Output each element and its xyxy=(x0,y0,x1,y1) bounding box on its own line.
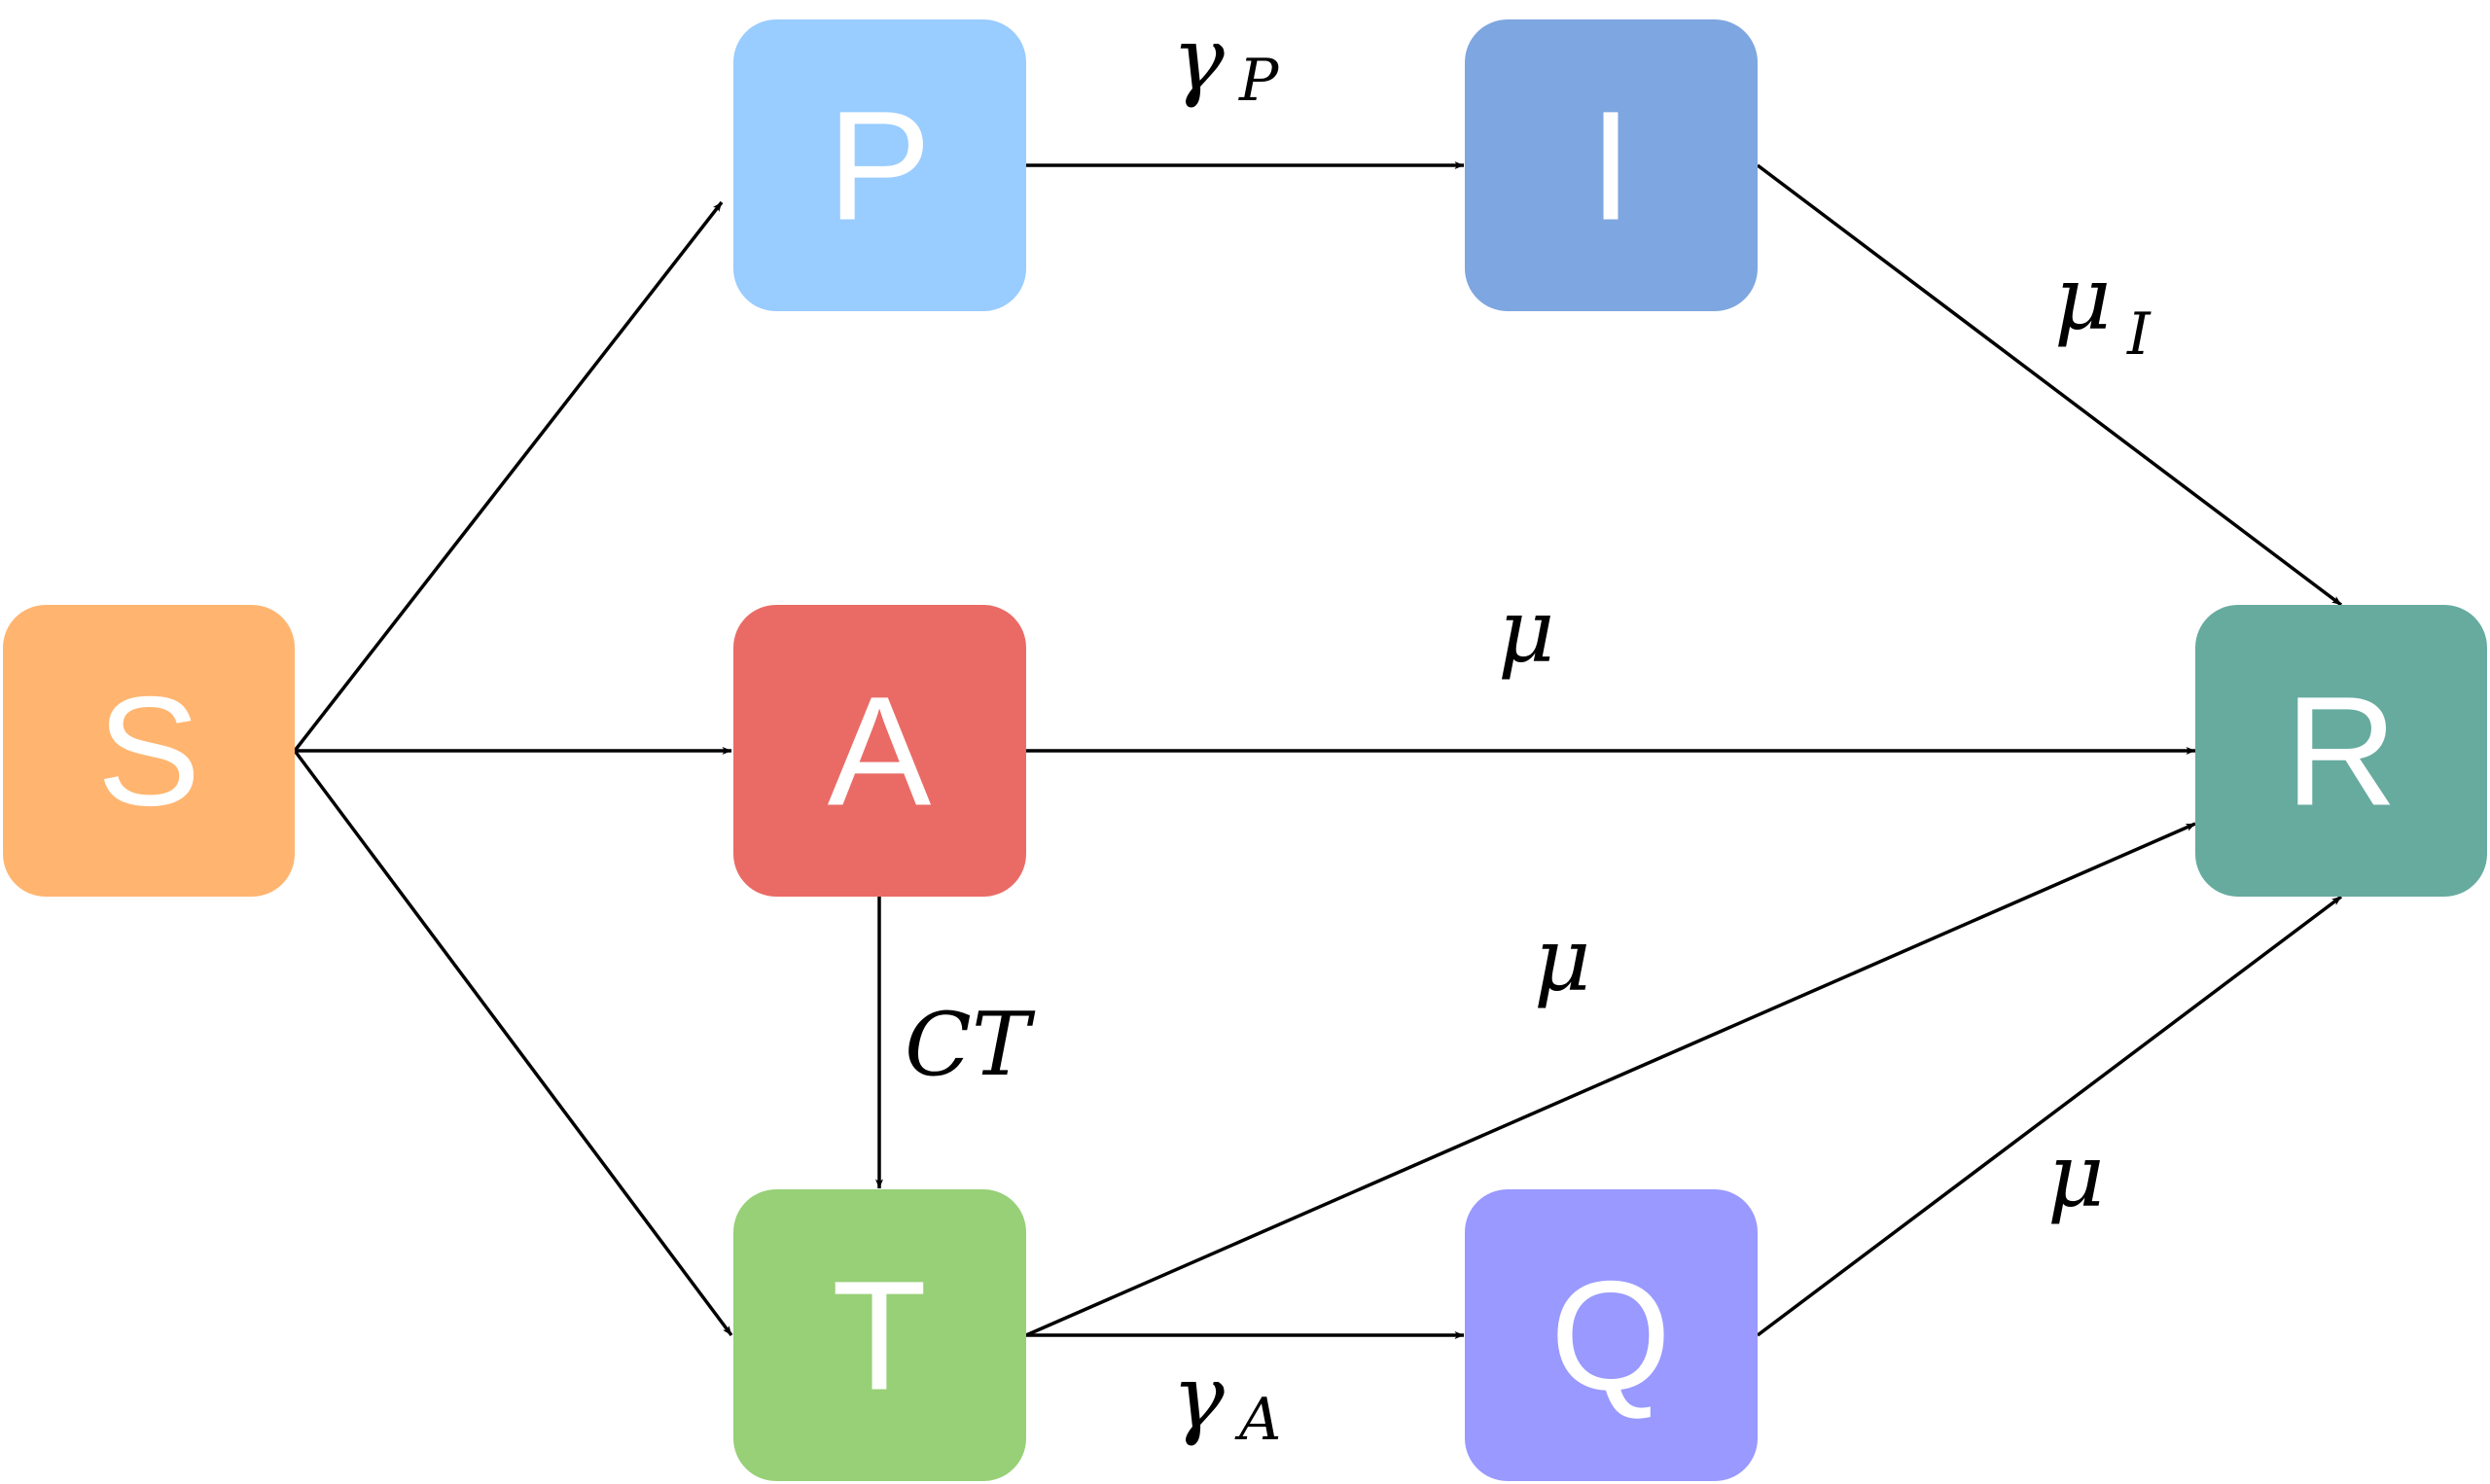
node-t-box xyxy=(733,1189,1026,1481)
node-r: R xyxy=(2195,605,2487,897)
mu-q-r-symbol: μ xyxy=(2047,1125,2105,1227)
node-r-label: R xyxy=(2285,664,2398,838)
gamma-p-subscript: P xyxy=(1238,47,1280,115)
node-s-box xyxy=(3,605,295,897)
edge-i-to-r xyxy=(1756,163,2343,607)
node-a-box xyxy=(733,605,1026,897)
node-p: P xyxy=(733,19,1026,311)
mu-a-r-symbol: μ xyxy=(1498,581,1555,683)
node-q: Q xyxy=(1465,1189,1758,1481)
node-i: I xyxy=(1465,19,1758,311)
edge-q-to-r xyxy=(1756,895,2343,1337)
node-s: S xyxy=(3,605,295,897)
rate-label-ct: CT xyxy=(905,994,1036,1096)
rate-label-mu-t-r: μ xyxy=(1534,909,1591,1011)
rate-label-mu-q-r: μ xyxy=(2047,1125,2105,1227)
rate-label-gamma-a: γ A xyxy=(1172,1347,1281,1454)
edge-t-to-r xyxy=(1025,822,2196,1337)
ct-symbol: CT xyxy=(905,994,1036,1096)
node-t-label: T xyxy=(832,1249,927,1423)
gamma-a-subscript: A xyxy=(1234,1386,1281,1454)
mu-t-r-symbol: μ xyxy=(1534,909,1591,1011)
gamma-p-symbol: γ xyxy=(1172,9,1225,111)
mu-i-symbol: μ xyxy=(2054,248,2112,350)
node-r-box xyxy=(2195,605,2487,897)
node-a: A xyxy=(733,605,1026,897)
node-s-label: S xyxy=(97,664,201,838)
edge-s-to-p xyxy=(293,200,724,753)
rate-label-gamma-p: γ P xyxy=(1172,9,1280,115)
rate-label-mu-a-r: μ xyxy=(1498,581,1555,683)
node-p-box xyxy=(733,19,1026,311)
edge-s-to-t xyxy=(293,749,733,1337)
node-i-box xyxy=(1465,19,1758,311)
node-q-label: Q xyxy=(1550,1249,1671,1423)
node-t: T xyxy=(733,1189,1026,1481)
node-q-box xyxy=(1465,1189,1758,1481)
gamma-a-symbol: γ xyxy=(1172,1347,1225,1449)
edges xyxy=(293,161,2343,1339)
mu-i-subscript: I xyxy=(2126,300,2152,369)
rate-label-mu-i: μ I xyxy=(2054,248,2152,369)
node-p-label: P xyxy=(828,79,932,253)
node-a-label: A xyxy=(828,664,932,838)
node-i-label: I xyxy=(1589,79,1632,253)
